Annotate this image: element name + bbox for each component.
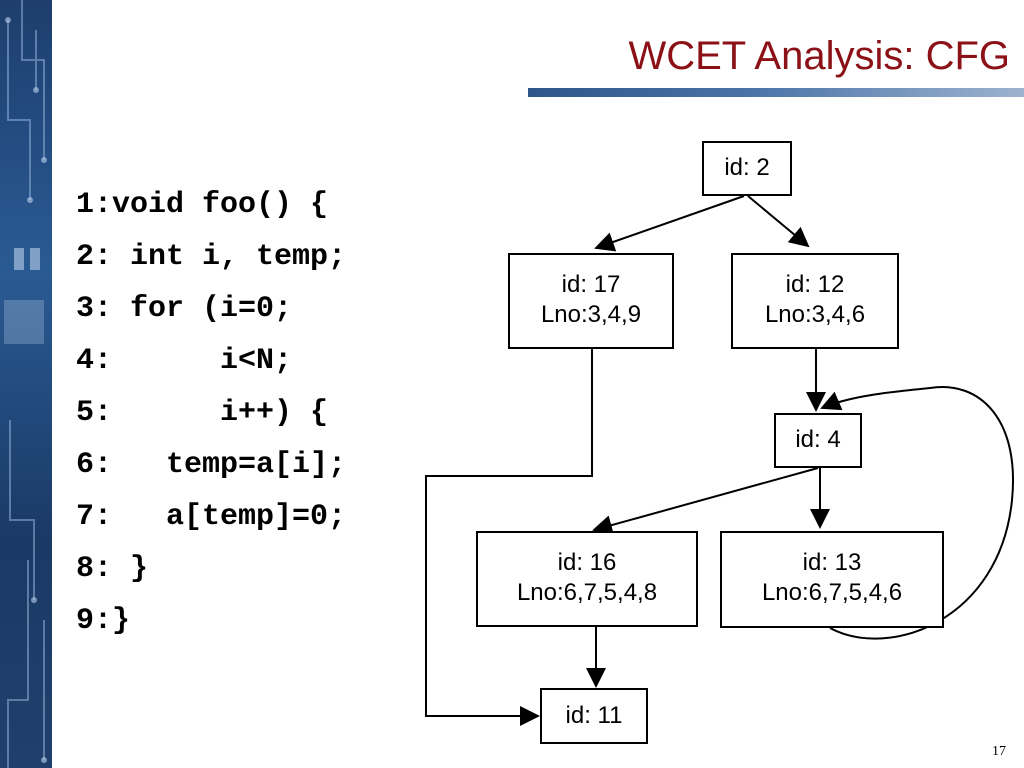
cfg-node-16: id: 16 Lno:6,7,5,4,8 [476,531,698,627]
code-line: 2: int i, temp; [76,240,347,274]
code-line: 3: for (i=0; [76,292,293,326]
circuit-pattern-icon [4,0,47,768]
code-line: 6: temp=a[i]; [76,448,347,482]
cfg-node-17: id: 17 Lno:3,4,9 [508,253,674,349]
code-line: 5: i++) { [76,396,329,430]
node-id-label: id: 2 [724,154,770,181]
code-line: 7: a[temp]=0; [76,500,347,534]
code-line: 8: } [76,552,149,586]
cfg-node-11: id: 11 [540,688,648,744]
node-id-label: id: 12 [785,271,845,298]
slide-number: 17 [992,744,1006,759]
title-underline-bar [528,88,1024,97]
node-id-label: id: 13 [802,549,862,576]
node-line-numbers: Lno:6,7,5,4,8 [516,579,658,606]
code-line: 9:} [76,604,131,638]
code-listing: 1:void foo() { 2: int i, temp; 3: for (i… [76,182,346,650]
node-id-label: id: 4 [795,426,841,453]
decorative-side-strip [0,0,52,768]
node-line-numbers: Lno:3,4,9 [540,301,642,328]
edge-2-to-12 [747,195,810,248]
edge-13-to-4-loop [820,386,1014,640]
slide-title: WCET Analysis: CFG [628,34,1010,78]
code-line: 4: i<N; [76,344,293,378]
node-line-numbers: Lno:3,4,6 [764,301,866,328]
cfg-node-13: id: 13 Lno:6,7,5,4,6 [720,531,944,628]
node-id-label: id: 11 [565,702,623,729]
edge-2-to-17 [594,195,745,252]
node-id-label: id: 17 [561,271,621,298]
edge-4-to-16 [592,467,819,535]
edge-17-to-11 [425,349,593,726]
code-line: 1:void foo() { [76,188,329,222]
node-line-numbers: Lno:6,7,5,4,6 [761,579,903,606]
cfg-node-4: id: 4 [774,413,862,468]
node-id-label: id: 16 [557,549,617,576]
cfg-node-2: id: 2 [702,141,792,196]
cfg-node-12: id: 12 Lno:3,4,6 [731,253,899,349]
